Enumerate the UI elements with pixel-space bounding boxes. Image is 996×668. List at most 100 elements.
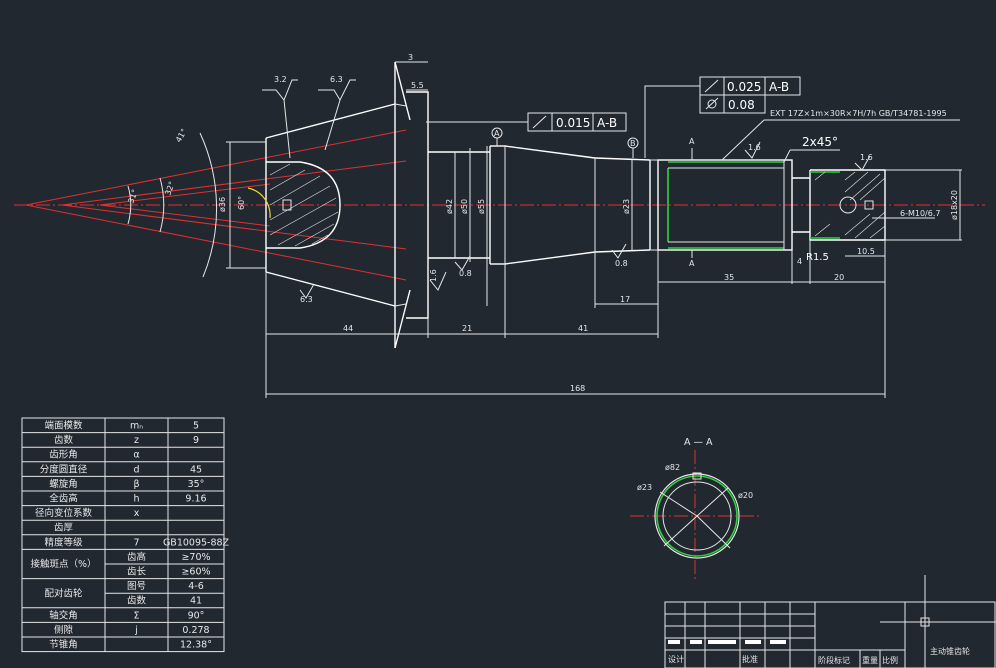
section-label: A — A [684,437,713,448]
shaft-body [406,91,886,319]
param-value: ≥60% [181,567,210,578]
center-hole-mark [282,199,292,211]
section-a-a: A — A ø82 ø23 ø20 [630,437,762,580]
param-name: 端面模数 [44,420,83,432]
svg-text:A: A [689,137,695,146]
param-value: 41 [190,596,202,607]
svg-text:A: A [689,259,695,268]
svg-text:17: 17 [620,295,630,304]
head-section-hatch [269,163,339,247]
param-value: 9.16 [185,494,206,505]
svg-text:设计: 设计 [668,654,684,664]
param-symbol: β [133,479,139,490]
param-name: 齿厚 [54,523,74,534]
param-symbol: Σ [133,610,139,621]
pitch-cone-lines [25,129,407,281]
svg-text:ø20: ø20 [738,491,753,500]
svg-text:重量: 重量 [862,655,878,665]
param-name: 节锥角 [49,639,78,651]
section-spokes [659,487,731,549]
svg-text:ø23: ø23 [622,199,631,214]
svg-text:0.08: 0.08 [728,98,755,112]
svg-text:批准: 批准 [742,654,758,664]
top-annotations: 3 5.5 3.2 6.3 0.015 A-B 0.025 A-B [262,53,960,171]
tol-frame-0-025: 0.025 A-B 0.08 [644,76,801,158]
param-symbol: h [133,494,139,505]
svg-text:B: B [630,139,636,148]
svg-text:4: 4 [797,257,802,266]
tol-frame-0-015: 0.015 A-B [426,112,627,132]
svg-text:ø82: ø82 [665,463,680,472]
svg-text:1.6: 1.6 [429,269,438,282]
svg-text:35: 35 [724,273,734,282]
title-block: 阶段标记 重量 比例 设计 批准 主动锥齿轮 [664,575,996,668]
param-symbol: j [134,625,138,636]
param-value: 45 [190,464,202,475]
svg-text:阶段标记: 阶段标记 [818,655,850,665]
shaft-diameter-dims: ø42 ø50 ø55 ø23 ø18x20 [445,146,962,306]
svg-text:0.8: 0.8 [615,259,628,268]
svg-text:5.5: 5.5 [411,81,424,90]
svg-text:44: 44 [343,324,353,333]
svg-text:ø23: ø23 [637,483,652,492]
svg-text:6.3: 6.3 [330,75,343,84]
param-value: GB10095-88Z [163,537,230,548]
param-value: 12.38° [180,640,212,651]
dim-d36: ø36 [218,141,266,269]
param-name: 侧隙 [54,624,74,636]
svg-text:1.6: 1.6 [860,153,873,162]
svg-text:0.8: 0.8 [459,269,472,278]
param-value: 35° [188,479,205,490]
svg-text:ø50: ø50 [460,199,469,214]
svg-text:ø18x20: ø18x20 [950,190,959,220]
angle-31-label: 31° [126,188,139,204]
angle-60-label: 60° [237,196,246,210]
param-name: 轴交角 [49,609,78,621]
end-section-hatch [814,171,886,239]
svg-text:21: 21 [462,324,472,333]
svg-text:6.3: 6.3 [300,295,313,304]
param-name: 配对齿轮 [44,587,83,599]
angle-41-label: 41° [174,127,189,144]
svg-text:3: 3 [408,53,413,62]
svg-text:168: 168 [570,384,585,393]
svg-text:0.025: 0.025 [727,80,761,94]
svg-text:ø55: ø55 [477,199,486,214]
svg-text:3.2: 3.2 [274,75,287,84]
svg-text:41: 41 [578,324,588,333]
param-value: 0.278 [182,625,209,636]
param-symbol: 图号 [127,581,146,592]
param-name: 分度圆直径 [40,463,88,475]
param-name: 径向变位系数 [35,507,93,519]
param-value: 4-6 [188,581,204,592]
param-name: 齿数 [54,434,74,446]
svg-text:比例: 比例 [882,655,898,665]
svg-text:主动锥齿轮: 主动锥齿轮 [930,646,970,656]
param-name: 螺旋角 [49,478,78,490]
svg-text:A-B: A-B [597,116,617,130]
param-symbol: α [133,450,139,461]
param-symbol: 齿长 [127,566,147,578]
param-name: 齿形角 [49,449,78,461]
svg-text:EXT 17Z×1m×30R×7H/7h GB/T34781: EXT 17Z×1m×30R×7H/7h GB/T34781-1995 [770,109,947,118]
param-name: 全齿高 [49,493,78,505]
param-symbol: mₙ [130,421,143,432]
cone-angle-arcs: 41° 32° 31° [126,127,218,278]
param-symbol: 7 [133,537,139,548]
svg-text:R1.5: R1.5 [806,252,829,263]
svg-text:6-M10/6.7: 6-M10/6.7 [900,209,940,218]
param-name: 接触斑点（%） [30,558,96,570]
param-value: 9 [193,435,199,446]
svg-text:20: 20 [834,273,844,282]
param-value: 5 [193,421,199,432]
param-value: 90° [188,610,205,621]
lower-annotations: 6.3 1.6 0.8 0.8 A A 17 44 21 41 35 4 20 [265,137,940,398]
svg-text:0.015: 0.015 [556,116,590,130]
svg-text:ø36: ø36 [218,197,227,212]
svg-text:ø42: ø42 [445,199,454,214]
param-name: 精度等级 [44,536,83,548]
svg-text:2x45°: 2x45° [802,135,838,149]
svg-text:A-B: A-B [769,80,789,94]
